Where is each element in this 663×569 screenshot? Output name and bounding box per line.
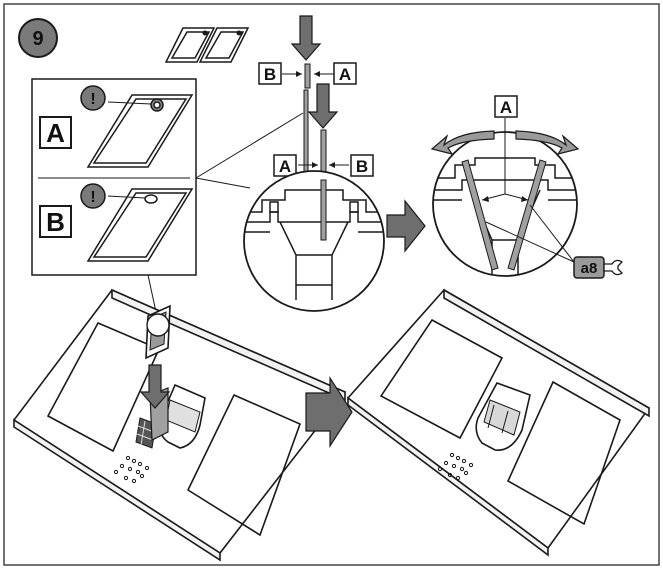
- leader-line: [195, 177, 251, 189]
- step-badge: 9: [18, 18, 58, 58]
- down-arrow-icon: [139, 364, 171, 409]
- svg-text:!: !: [90, 189, 95, 206]
- section-bottom-left-label-box: A: [273, 154, 297, 177]
- leader-line: [147, 274, 157, 313]
- right-arrow-icon: [305, 375, 353, 449]
- control-dots: [113, 455, 150, 484]
- leader-line: [195, 112, 304, 179]
- tool-label-text: a8: [581, 260, 598, 277]
- detail-top-label-box: A: [494, 95, 518, 118]
- svg-text:A: A: [279, 157, 291, 176]
- panel-callout-box: ! A ! B: [31, 78, 197, 276]
- page-border: [3, 3, 660, 566]
- panel-a: [86, 94, 194, 168]
- section-top-left-label-box: B: [258, 62, 282, 85]
- control-dots: [437, 452, 474, 481]
- warning-icon: !: [80, 85, 106, 111]
- right-arrow-icon: [386, 199, 426, 253]
- svg-text:B: B: [356, 157, 368, 176]
- hob-before: [12, 288, 347, 562]
- glass-panels-icon: [164, 27, 250, 63]
- down-arrow-icon: [290, 15, 322, 61]
- glass-edge: [304, 63, 311, 89]
- magnified-section-right: [432, 118, 578, 277]
- panel-a-label: A: [46, 118, 65, 148]
- warning-icon: !: [80, 183, 106, 209]
- section-bottom-right-label-box: B: [350, 154, 374, 177]
- leader-line: [485, 221, 575, 263]
- svg-text:A: A: [339, 65, 351, 84]
- leader-line: [529, 204, 575, 263]
- svg-text:B: B: [264, 65, 276, 84]
- svg-text:A: A: [500, 98, 512, 117]
- panel-a-label-box: A: [39, 116, 72, 149]
- rotate-arrows-icon: [430, 130, 580, 155]
- step-number: 9: [32, 28, 43, 50]
- section-top-right-label-box: A: [333, 62, 357, 85]
- panel-b: [86, 188, 194, 262]
- magnified-section-left: [243, 170, 385, 312]
- panel-b-label-box: B: [39, 205, 72, 238]
- panel-b-label: B: [46, 207, 65, 237]
- down-arrow-icon: [307, 83, 339, 129]
- hob-after: [346, 288, 651, 557]
- tool-a8-label: a8: [573, 256, 624, 279]
- svg-text:!: !: [90, 91, 95, 108]
- wrench-icon: [603, 259, 624, 276]
